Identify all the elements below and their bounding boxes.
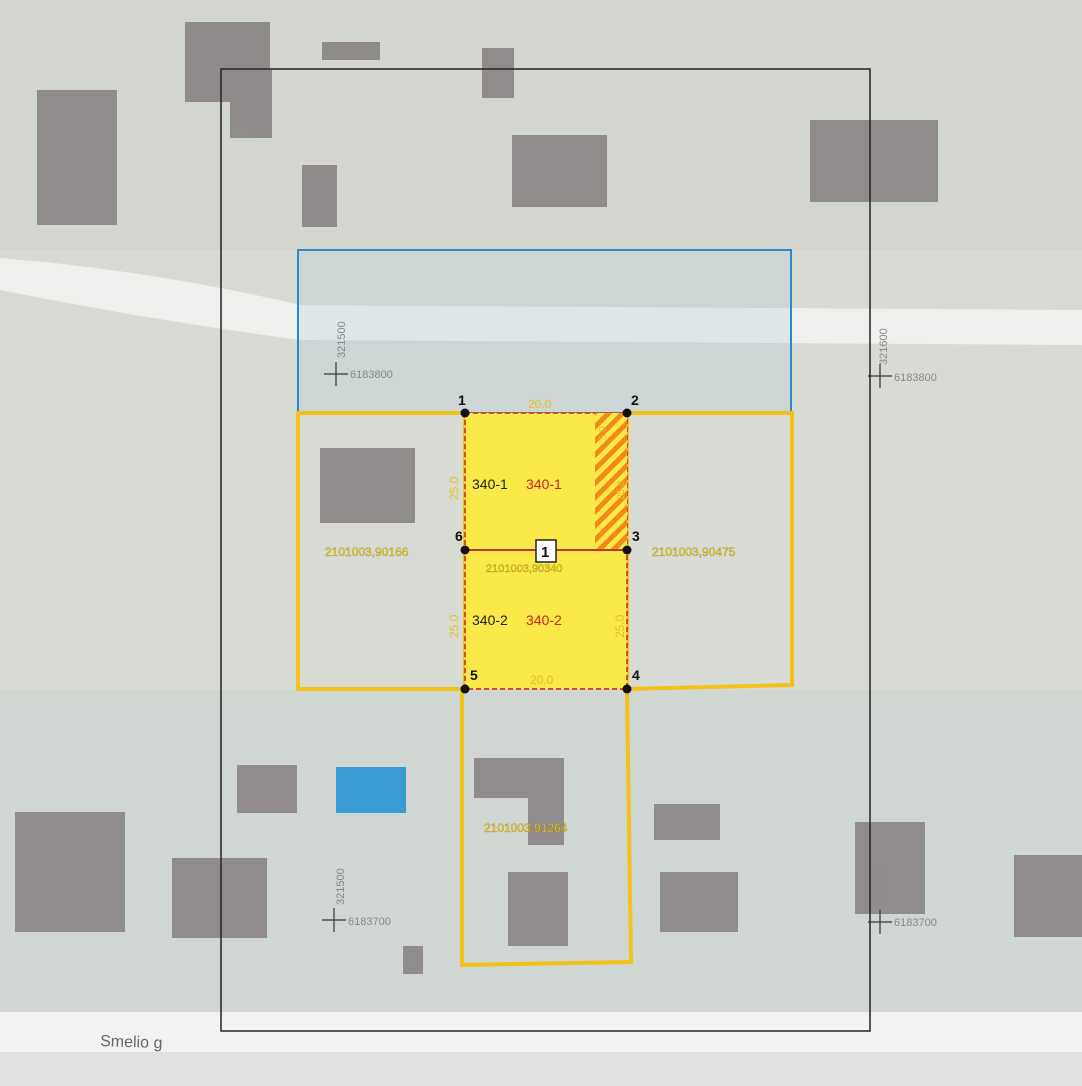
street-name: Smelio g bbox=[100, 1033, 163, 1052]
dim-lower-right: 25.0 bbox=[613, 614, 627, 638]
subplot-lower-new: 340-2 bbox=[526, 612, 562, 628]
coord-tl-vertical: 321500 bbox=[336, 321, 348, 358]
coord-tr-vertical: 321600 bbox=[878, 328, 890, 365]
coord-br-horizontal: 6183700 bbox=[894, 917, 937, 929]
dim-bottom: 20.0 bbox=[530, 673, 554, 687]
coord-tr-horizontal: 6183800 bbox=[894, 372, 937, 384]
road-upper bbox=[0, 258, 1082, 345]
point-2 bbox=[622, 408, 632, 418]
coord-bl-horizontal: 6183700 bbox=[348, 916, 391, 928]
coord-br-vertical: 321600 bbox=[877, 868, 889, 905]
parcel-label-subject: 2101003,90340 bbox=[486, 563, 562, 575]
dim-hatch-height: 25.0 bbox=[616, 480, 627, 500]
point-label-5: 5 bbox=[470, 667, 478, 683]
boundary-points bbox=[460, 408, 632, 694]
grid-crosses bbox=[322, 362, 892, 934]
subplot-upper-new: 340-1 bbox=[526, 476, 562, 492]
street-bottom bbox=[0, 1012, 1082, 1052]
subplot-marker-box bbox=[535, 539, 557, 563]
dim-top: 20.0 bbox=[528, 397, 552, 411]
parcel-label-west: 2101003,90166 bbox=[325, 545, 409, 559]
coord-bl-vertical: 321500 bbox=[335, 868, 347, 905]
point-6 bbox=[460, 545, 470, 555]
road-area-outline bbox=[297, 249, 792, 414]
parcel-label-south: 2101003,91264 bbox=[484, 821, 568, 835]
dim-lower-left: 25.0 bbox=[447, 614, 461, 638]
coord-tl-horizontal: 6183800 bbox=[350, 369, 393, 381]
subplot-lower-old: 340-2 bbox=[472, 612, 508, 628]
point-5 bbox=[460, 684, 470, 694]
point-label-6: 6 bbox=[455, 528, 463, 544]
point-1 bbox=[460, 408, 470, 418]
dim-hatch-width: 5.0 bbox=[598, 426, 609, 440]
subplot-upper-old: 340-1 bbox=[472, 476, 508, 492]
hatched-strip bbox=[595, 413, 627, 550]
parcel-label-east: 2101003,90475 bbox=[652, 545, 736, 559]
point-label-2: 2 bbox=[631, 392, 639, 408]
map-frame bbox=[220, 68, 871, 1032]
subplot-marker: 1 bbox=[541, 544, 549, 561]
point-label-1: 1 bbox=[458, 392, 466, 408]
point-label-4: 4 bbox=[632, 667, 640, 683]
dim-upper-left: 25.0 bbox=[447, 476, 461, 500]
point-label-3: 3 bbox=[632, 528, 640, 544]
pool bbox=[336, 767, 406, 813]
point-4 bbox=[622, 684, 632, 694]
point-3 bbox=[622, 545, 632, 555]
parcel-south-outline bbox=[460, 688, 634, 968]
buildings bbox=[15, 22, 1082, 974]
